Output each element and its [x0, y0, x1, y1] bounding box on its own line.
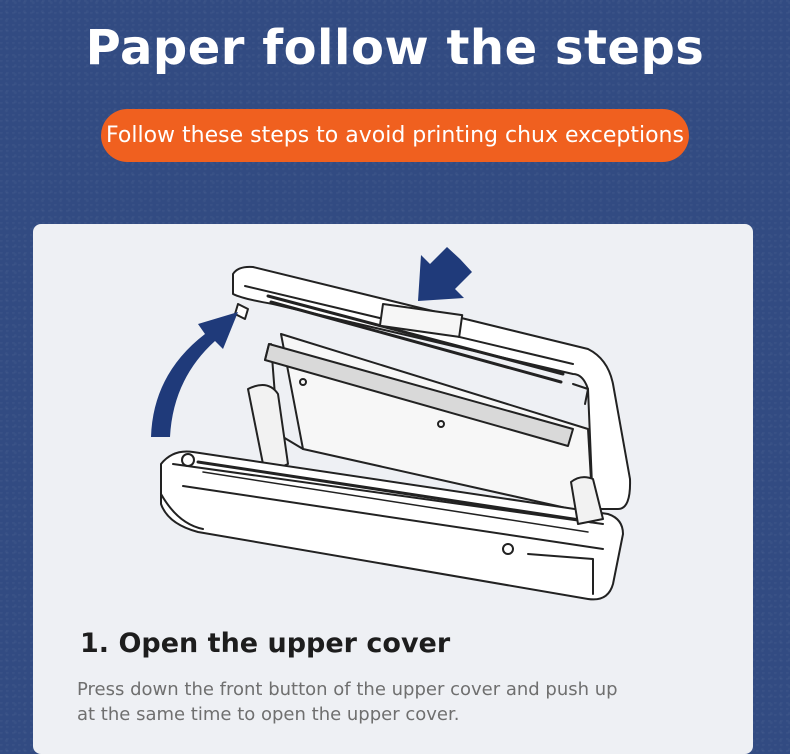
- curved-arrow-icon: [151, 312, 238, 437]
- step-description: Press down the front button of the upper…: [77, 679, 618, 725]
- step-title: 1. Open the upper cover: [80, 628, 451, 659]
- printer-open-illustration: [151, 247, 632, 601]
- notice-banner-text: Follow these steps to avoid printing chu…: [106, 123, 684, 148]
- step-card: 1. Open the upper cover Press down the f…: [33, 224, 753, 754]
- page-title: Paper follow the steps: [85, 20, 705, 76]
- down-left-arrow-icon: [418, 247, 472, 301]
- notice-banner: Follow these steps to avoid printing chu…: [101, 109, 689, 162]
